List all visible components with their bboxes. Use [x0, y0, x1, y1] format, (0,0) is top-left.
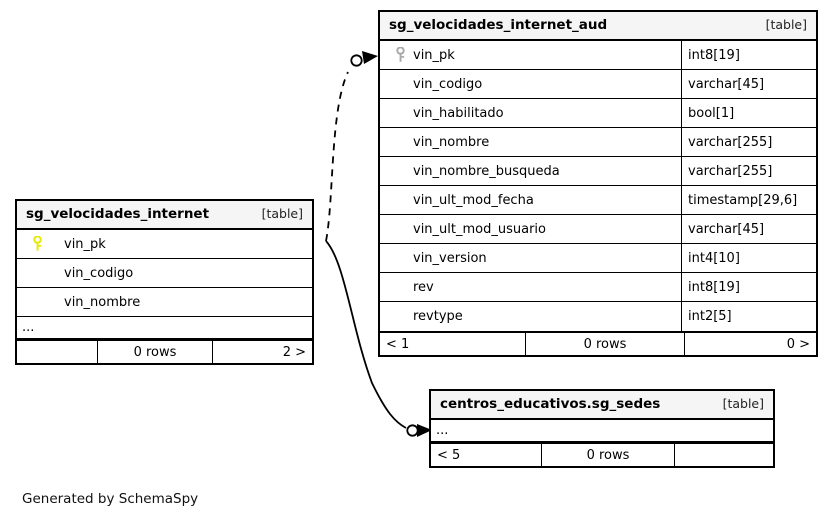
zero-marker-circle	[406, 424, 419, 437]
column-label: vin_codigo	[413, 77, 483, 91]
table-row[interactable]: vin_nombre varchar[255]	[380, 128, 816, 157]
column-type: varchar[255]	[681, 157, 816, 185]
table-header: centros_educativos.sg_sedes [table]	[431, 391, 773, 420]
column-type: int4[10]	[681, 244, 816, 272]
footer-children-count[interactable]: 0 >	[684, 333, 816, 355]
footer-children-count[interactable]	[674, 444, 773, 466]
column-type: bool[1]	[681, 99, 816, 127]
column-type: varchar[255]	[681, 128, 816, 156]
table-kind-label: [table]	[261, 206, 303, 222]
footer-parents-count[interactable]: < 1	[386, 336, 410, 352]
more-columns-ellipsis[interactable]: ...	[17, 317, 312, 339]
table-sg_velocidades_internet_aud[interactable]: sg_velocidades_internet_aud [table] vin_…	[378, 10, 818, 357]
column-name-cell: vin_version	[380, 244, 681, 272]
column-name-cell: rev	[380, 273, 681, 301]
column-type: int8[19]	[681, 273, 816, 301]
table-footer: < 5 0 rows	[431, 442, 773, 466]
table-header: sg_velocidades_internet_aud [table]	[380, 12, 816, 41]
edge-path-dashed	[325, 71, 349, 242]
table-row[interactable]: vin_pk	[17, 230, 312, 259]
footer-row-count: 0 rows	[525, 333, 684, 355]
column-name-cell: vin_pk	[17, 230, 312, 258]
column-label: vin_ult_mod_usuario	[413, 222, 546, 236]
crowsfoot-arrow	[362, 51, 378, 64]
table-columns: vin_pk vin_codigo vin_nombre ...	[17, 230, 312, 339]
table-row[interactable]: vin_nombre_busqueda varchar[255]	[380, 157, 816, 186]
table-kind-label: [table]	[722, 396, 764, 412]
table-row[interactable]: vin_habilitado bool[1]	[380, 99, 816, 128]
column-label: revtype	[413, 310, 463, 323]
column-label: vin_habilitado	[413, 106, 504, 120]
footer-parents-count[interactable]: < 5	[437, 447, 461, 463]
column-name-cell: vin_ult_mod_usuario	[380, 215, 681, 243]
column-label: vin_pk	[64, 237, 106, 251]
table-sg_velocidades_internet[interactable]: sg_velocidades_internet [table] vin_pk	[15, 199, 314, 365]
column-name-cell: vin_pk	[380, 41, 681, 69]
column-type: int8[19]	[681, 41, 816, 69]
column-name-cell: vin_nombre	[380, 128, 681, 156]
column-type: int2[5]	[681, 302, 816, 331]
column-type: varchar[45]	[681, 70, 816, 98]
primary-key-icon	[25, 236, 50, 252]
table-row[interactable]: vin_codigo	[17, 259, 312, 288]
table-row[interactable]: vin_nombre	[17, 288, 312, 317]
column-name-cell: vin_nombre	[17, 288, 312, 316]
column-label: vin_nombre	[64, 295, 141, 309]
table-title: sg_velocidades_internet_aud	[389, 16, 608, 33]
table-title: sg_velocidades_internet	[26, 205, 210, 222]
column-name-cell: vin_nombre_busqueda	[380, 157, 681, 185]
more-columns-ellipsis[interactable]: ...	[431, 420, 773, 442]
table-footer: 0 rows 2 >	[17, 339, 312, 363]
column-name-cell: vin_habilitado	[380, 99, 681, 127]
generated-by-caption: Generated by SchemaSpy	[22, 491, 199, 507]
column-name-cell: vin_codigo	[380, 70, 681, 98]
table-row[interactable]: vin_version int4[10]	[380, 244, 816, 273]
table-kind-label: [table]	[765, 17, 807, 33]
table-row[interactable]: vin_ult_mod_usuario varchar[45]	[380, 215, 816, 244]
column-type: timestamp[29,6]	[681, 186, 816, 214]
table-row[interactable]: vin_ult_mod_fecha timestamp[29,6]	[380, 186, 816, 215]
column-label: rev	[413, 280, 434, 294]
column-label: vin_nombre_busqueda	[413, 164, 560, 178]
relationship-internet-to-aud	[325, 51, 378, 242]
column-name-cell: vin_ult_mod_fecha	[380, 186, 681, 214]
column-type: varchar[45]	[681, 215, 816, 243]
footer-children-count[interactable]: 2 >	[212, 341, 312, 363]
column-label: vin_nombre	[413, 135, 490, 149]
table-footer: < 1 0 rows 0 >	[380, 331, 816, 355]
column-label: vin_version	[413, 251, 487, 265]
footer-row-count: 0 rows	[541, 444, 674, 466]
zero-marker-circle	[350, 54, 363, 67]
table-centros_educativos-sg_sedes[interactable]: centros_educativos.sg_sedes [table] ... …	[429, 389, 775, 468]
footer-parents-count[interactable]	[17, 341, 97, 363]
table-row[interactable]: vin_pk int8[19]	[380, 41, 816, 70]
primary-key-icon	[388, 47, 413, 63]
table-columns: ...	[431, 420, 773, 442]
column-name-cell: revtype	[380, 302, 681, 331]
column-label: vin_pk	[413, 48, 455, 62]
column-label: vin_codigo	[64, 266, 134, 280]
table-row[interactable]: revtype int2[5]	[380, 302, 816, 331]
footer-row-count: 0 rows	[97, 341, 212, 363]
column-label: vin_ult_mod_fecha	[413, 193, 534, 207]
column-name-cell: vin_codigo	[17, 259, 312, 287]
table-columns: vin_pk int8[19] vin_codigo varchar[45] v…	[380, 41, 816, 331]
table-row[interactable]: rev int8[19]	[380, 273, 816, 302]
table-header: sg_velocidades_internet [table]	[17, 201, 312, 230]
table-row[interactable]: vin_codigo varchar[45]	[380, 70, 816, 99]
table-title: centros_educativos.sg_sedes	[440, 395, 661, 412]
